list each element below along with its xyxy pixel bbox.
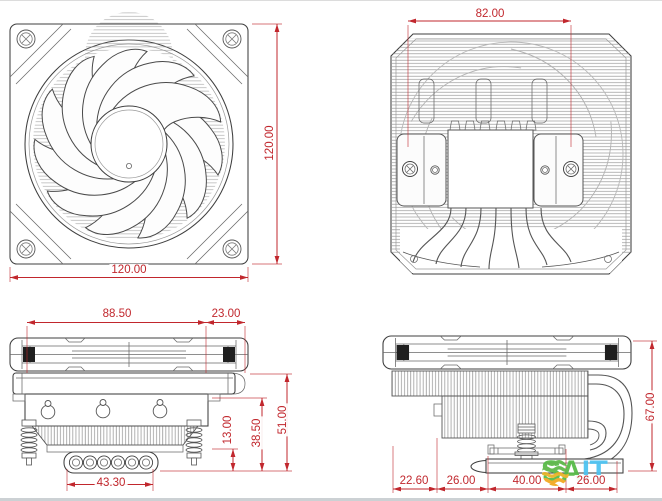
dim-label-fan-width: 120.00 (109, 264, 149, 276)
dim-label-pipe-cluster: 43.30 (94, 477, 128, 489)
dim-label-seg-1: 22.60 (397, 475, 431, 487)
mounting-bar (487, 444, 566, 455)
dim-label-total-height-a: 51.00 (277, 403, 289, 437)
base-fins (31, 425, 199, 446)
dimension-lines (9, 18, 657, 493)
dim-label-fin-width: 88.50 (100, 308, 134, 320)
dim-label-seg-4: 26.00 (574, 475, 608, 487)
corner-screw-icon (16, 239, 36, 259)
cold-plate (447, 129, 534, 209)
bottom-view (390, 33, 632, 275)
heatpipe-tip (470, 459, 487, 474)
fan-front-view (9, 12, 249, 265)
dim-label-mid-height: 38.50 (251, 416, 263, 450)
screw-holes (40, 399, 168, 420)
dim-label-total-height-b: 67.00 (645, 390, 657, 424)
fin-stack-upper (391, 370, 589, 397)
dim-label-seg-2: 26.00 (444, 475, 478, 487)
dim-label-seg-3: 40.00 (510, 475, 544, 487)
dim-label-mount-span: 82.00 (473, 8, 507, 20)
corner-screw-icon (222, 29, 242, 49)
side-view-a (9, 337, 249, 474)
heatpipes-bottom (402, 207, 620, 270)
corner-screw-icon (222, 239, 242, 259)
fan-hub (90, 105, 168, 183)
side-view-b (382, 335, 633, 474)
dim-label-fan-height: 120.00 (264, 123, 276, 163)
sait-logo-icon (542, 460, 569, 486)
corner-screw-icon (16, 29, 36, 49)
fin-stack-lower (441, 395, 589, 439)
dim-label-base-height: 13.00 (222, 413, 234, 447)
center-spring-screw (514, 423, 539, 461)
dim-label-pipe-bend: 23.00 (209, 308, 243, 320)
mounting-brackets (396, 133, 584, 207)
